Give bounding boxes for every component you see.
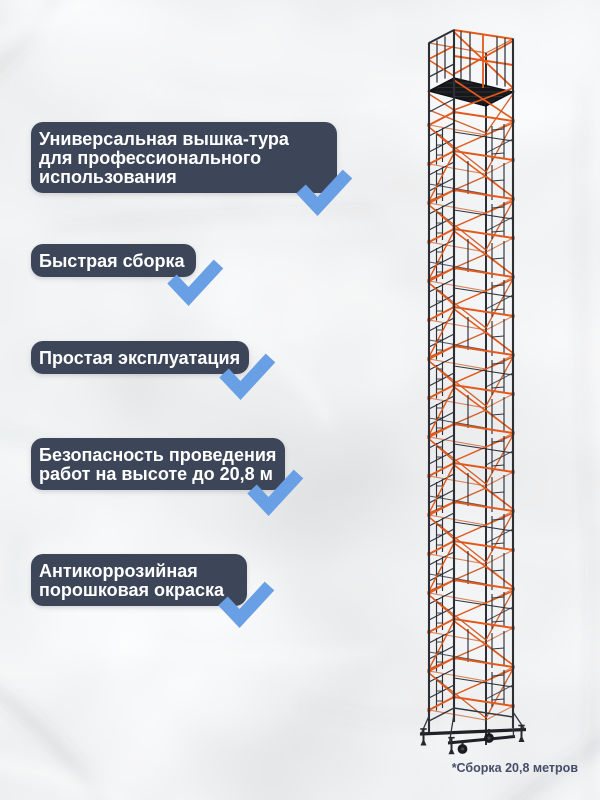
checkmark-icon (218, 581, 275, 629)
feature-bubble: Антикоррозийная порошковая окраска (31, 554, 247, 606)
feature-callout: Антикоррозийная порошковая окраска (31, 554, 275, 629)
feature-label: Простая эксплуатация (39, 348, 241, 368)
feature-label: Безопасность проведения работ на высоте … (39, 445, 277, 484)
feature-bubble: Безопасность проведения работ на высоте … (31, 438, 285, 490)
feature-bubble: Быстрая сборка (31, 244, 196, 277)
feature-bubble: Универсальная вышка-тура для профессиона… (31, 122, 337, 193)
checkmark-icon (296, 169, 353, 217)
feature-label: Универсальная вышка-тура для профессиона… (39, 129, 289, 187)
feature-label: Быстрая сборка (39, 251, 185, 271)
feature-callout: Безопасность проведения работ на высоте … (31, 438, 304, 517)
assembly-height-note: *Сборка 20,8 метров (451, 761, 578, 775)
checkmark-icon (247, 469, 304, 517)
feature-label: Антикоррозийная порошковая окраска (39, 561, 225, 600)
checkmark-icon (219, 353, 276, 401)
feature-callout: Быстрая сборка (31, 244, 224, 307)
feature-callout: Простая эксплуатация (31, 341, 276, 401)
feature-callout: Универсальная вышка-тура для профессиона… (31, 122, 353, 217)
checkmark-icon (167, 259, 224, 307)
feature-bubble: Простая эксплуатация (31, 341, 249, 374)
